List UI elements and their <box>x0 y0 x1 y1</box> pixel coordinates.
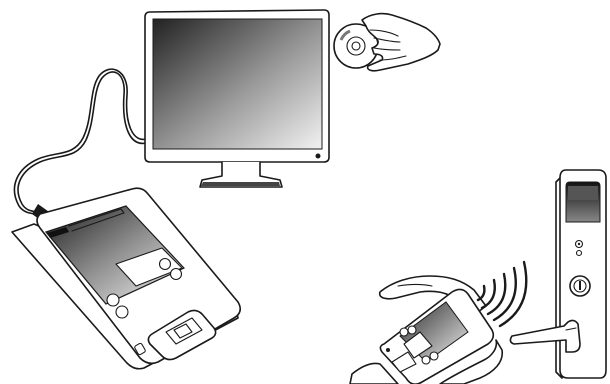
desktop-monitor-icon <box>145 10 329 187</box>
wireless-signal-icon <box>478 262 526 326</box>
electronic-door-lock-icon <box>510 170 606 378</box>
hand-with-cd-icon <box>334 14 440 71</box>
hand-holding-pda-icon <box>350 276 502 384</box>
monitor-screen <box>153 19 322 149</box>
pda-handheld-icon <box>12 188 240 369</box>
